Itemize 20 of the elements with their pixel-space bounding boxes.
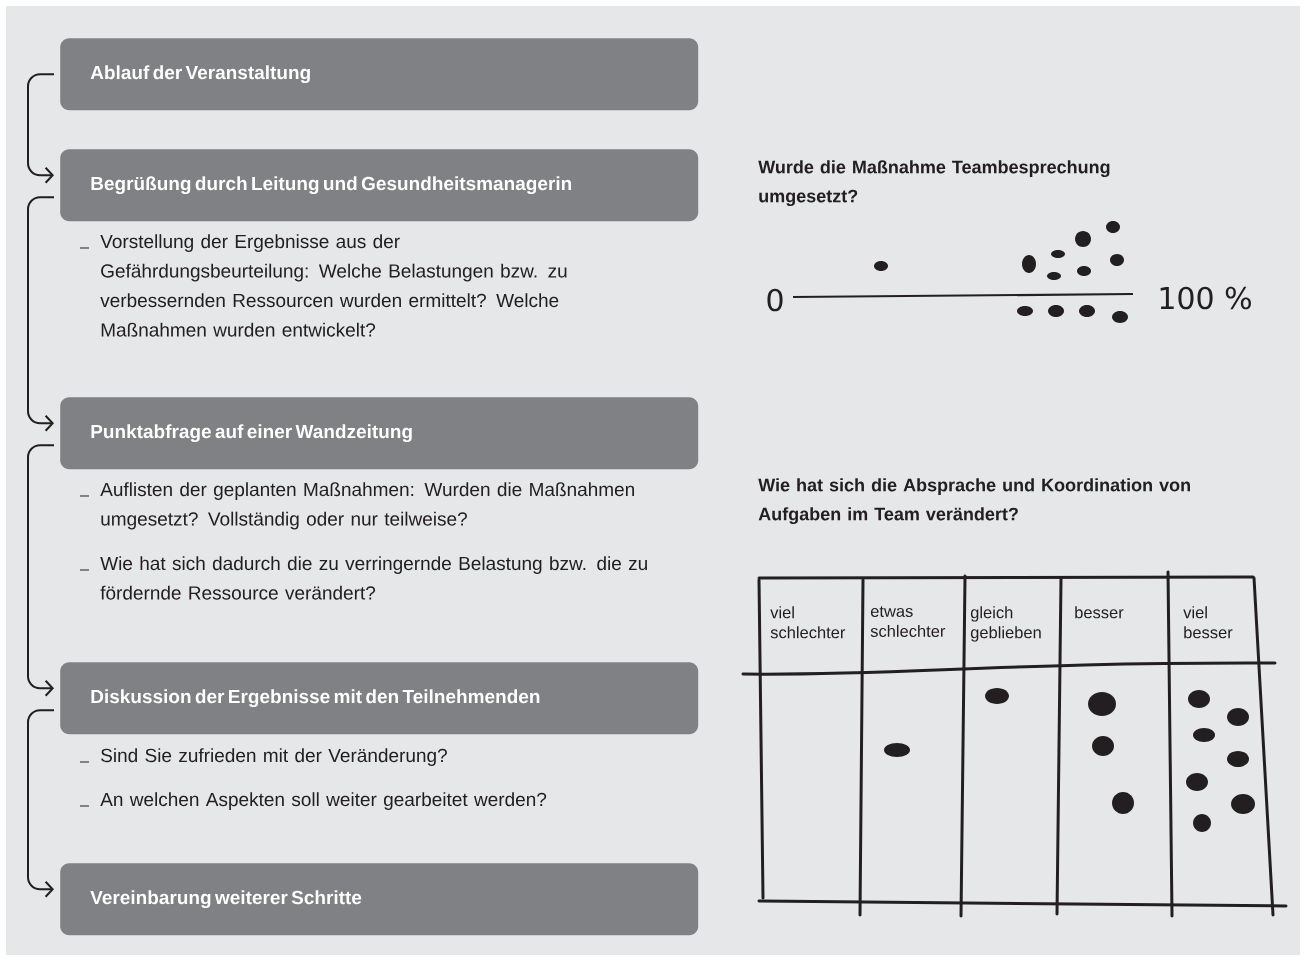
question-text: Wie hat sich die Absprache und Koordination von Aufgaben im Team verändert? — [758, 478, 1190, 525]
scale-label: 100 % — [1160, 286, 1251, 310]
bracket-arrow — [27, 73, 55, 184]
step-box: Vereinbarung weiterer Schritte — [60, 863, 699, 936]
step-box: Begrüßung durch Leitung und Gesundheitsmanagerin — [60, 149, 699, 222]
column-header: besser — [1075, 606, 1124, 619]
step-box: Diskussion der Ergebnisse mit den Teilnehmenden — [60, 662, 699, 735]
step-box: Punktabfrage auf einer Wandzeitung — [60, 397, 699, 470]
bullet-text: An welchen Aspekten soll weiter gearbeitet werden? — [100, 792, 547, 810]
column-header: viel besser — [1183, 606, 1233, 639]
scale-label: 0 — [767, 288, 783, 312]
step-box: Ablauf der Veranstaltung — [60, 38, 699, 111]
bracket-arrow — [27, 196, 55, 432]
bullet-text: Wie hat sich dadurch die zu verringernde Belastung bzw. die zu fördernde Ressource verändert? — [100, 556, 647, 600]
column-header: etwas schlechter — [870, 606, 946, 637]
column-header: viel schlechter — [770, 606, 846, 639]
bracket-arrow — [27, 709, 55, 898]
question-text: Wurde die Maßnahme Teambesprechung umgesetzt? — [758, 160, 1110, 207]
column-header: gleich geblieben — [970, 606, 1041, 642]
bracket-arrow — [27, 444, 55, 697]
